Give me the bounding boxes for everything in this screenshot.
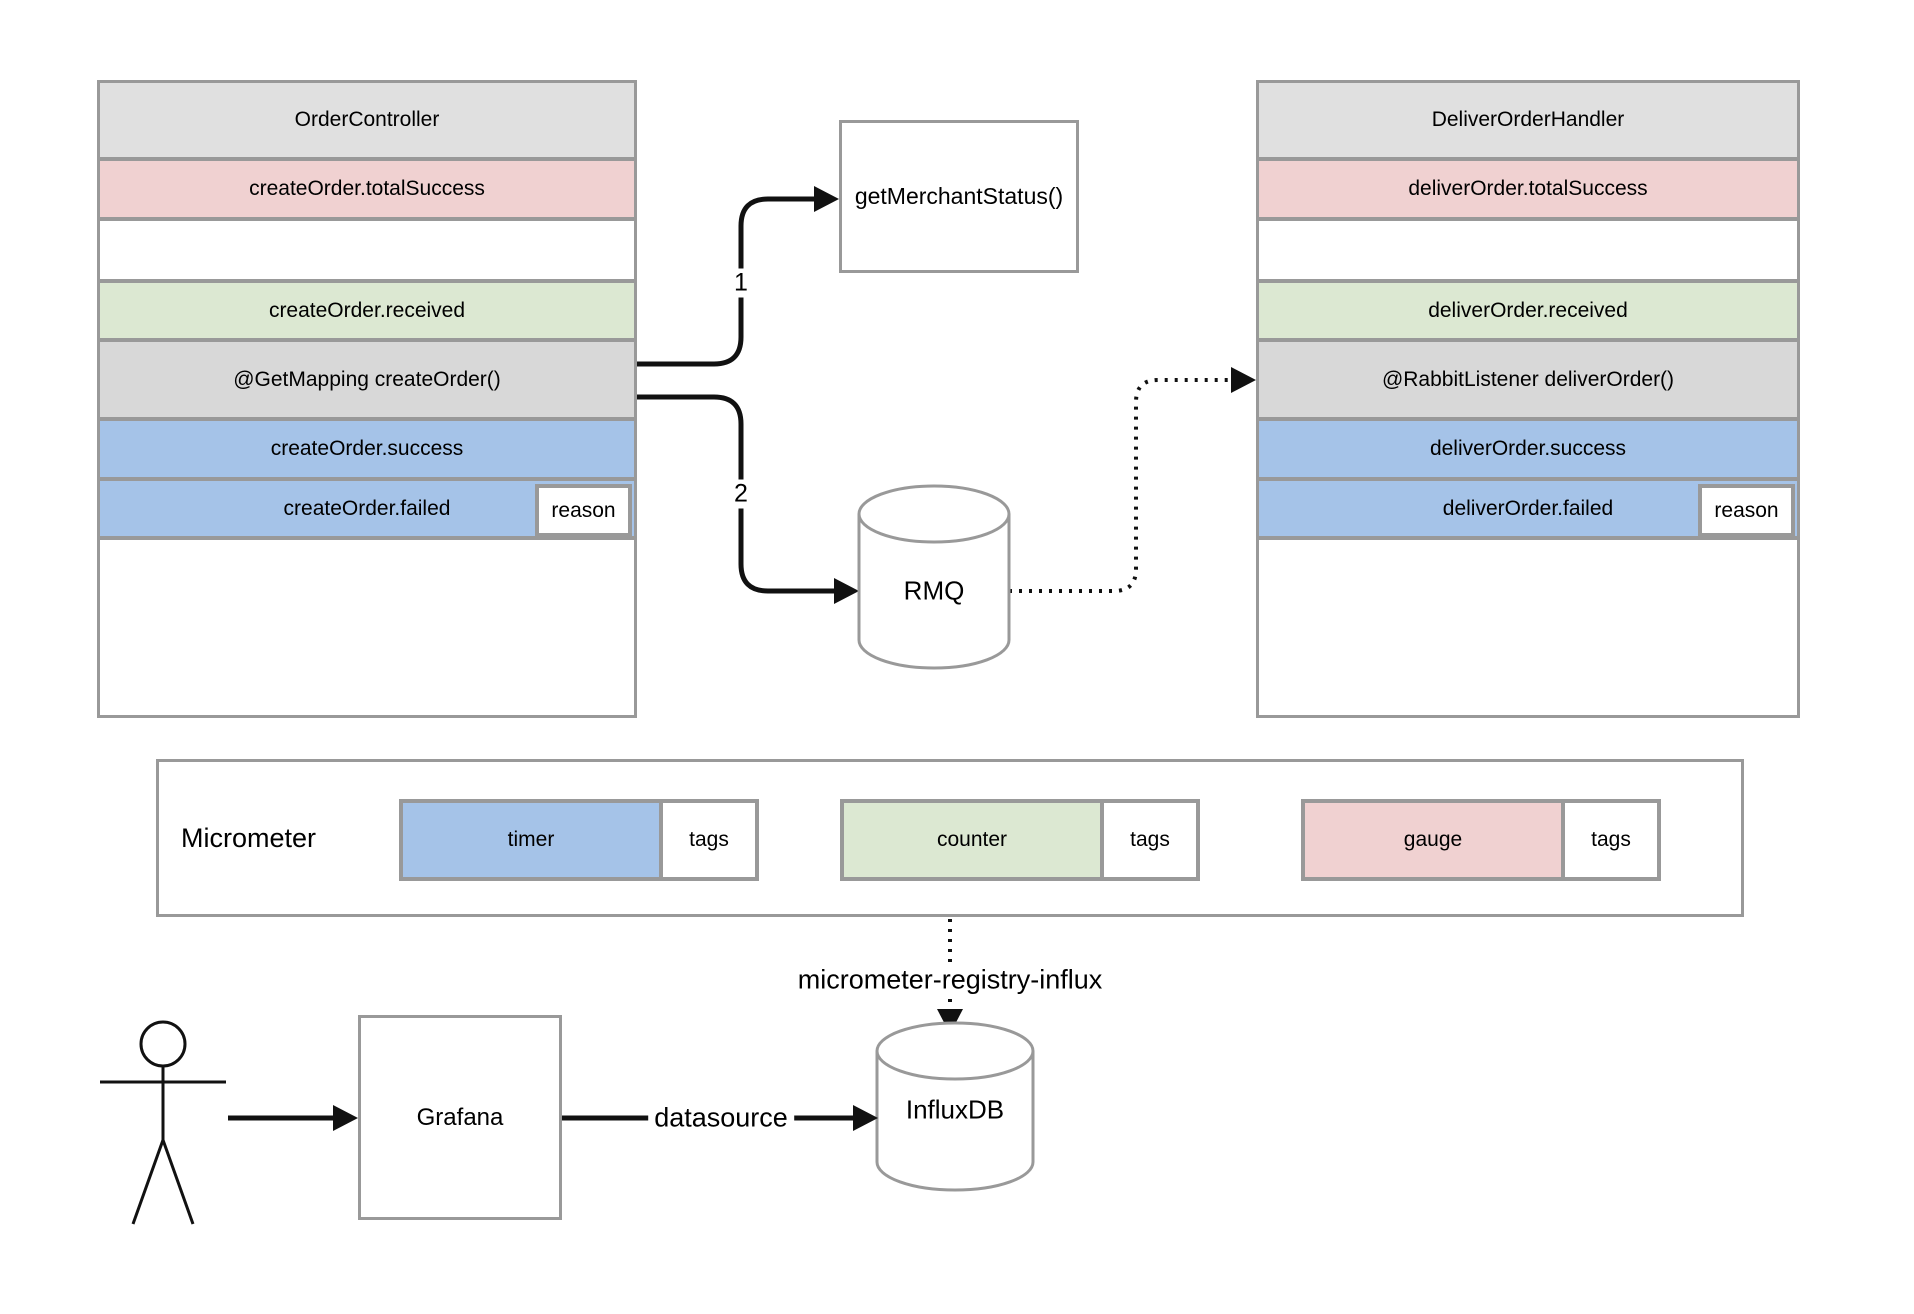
metric-create-order-total-success: createOrder.totalSuccess bbox=[100, 161, 634, 221]
metric-deliver-order-success: deliverOrder.success bbox=[1259, 421, 1797, 481]
arrowhead-1 bbox=[814, 186, 839, 212]
metric-create-order-failed: createOrder.failed reason bbox=[100, 481, 634, 540]
gauge-chip: gauge bbox=[1301, 799, 1565, 881]
counter-tags-chip: tags bbox=[1100, 799, 1200, 881]
empty-row bbox=[1259, 221, 1797, 283]
edge-label-step1: 1 bbox=[728, 268, 754, 298]
method-create-order: @GetMapping createOrder() bbox=[100, 342, 634, 421]
arrowhead-influx bbox=[853, 1105, 878, 1131]
deliver-order-handler-box: DeliverOrderHandler deliverOrder.totalSu… bbox=[1256, 80, 1800, 718]
metric-deliver-order-failed: deliverOrder.failed reason bbox=[1259, 481, 1797, 540]
arrow-1-path bbox=[637, 196, 816, 367]
order-controller-title: OrderController bbox=[100, 83, 634, 161]
get-merchant-status-box: getMerchantStatus() bbox=[839, 120, 1079, 273]
user-actor-icon bbox=[100, 1020, 226, 1225]
timer-chip: timer bbox=[399, 799, 663, 881]
arrowhead-dotted-influx bbox=[937, 1009, 963, 1034]
reason-tag-box: reason bbox=[535, 484, 632, 537]
datasource-label: datasource bbox=[648, 1102, 794, 1134]
arrowhead-grafana bbox=[333, 1105, 358, 1131]
micrometer-panel: Micrometer timer tags counter tags gauge… bbox=[156, 759, 1744, 917]
order-controller-box: OrderController createOrder.totalSuccess… bbox=[97, 80, 637, 718]
registry-label: micrometer-registry-influx bbox=[791, 964, 1109, 996]
metric-timer-group: timer tags bbox=[399, 799, 759, 881]
metric-deliver-order-failed-label: deliverOrder.failed bbox=[1442, 496, 1614, 520]
deliver-order-handler-title: DeliverOrderHandler bbox=[1259, 83, 1797, 161]
metric-counter-group: counter tags bbox=[840, 799, 1200, 881]
timer-tags-chip: tags bbox=[659, 799, 759, 881]
gauge-tags-chip: tags bbox=[1561, 799, 1661, 881]
dotted-rmq-to-listener-path bbox=[1009, 378, 1232, 593]
micrometer-title: Micrometer bbox=[181, 822, 317, 853]
metric-create-order-failed-label: createOrder.failed bbox=[283, 496, 451, 520]
grafana-box: Grafana bbox=[358, 1015, 562, 1220]
arrowhead-dotted-listener bbox=[1231, 367, 1256, 393]
counter-chip: counter bbox=[840, 799, 1104, 881]
method-deliver-order: @RabbitListener deliverOrder() bbox=[1259, 342, 1797, 421]
reason-tag-box: reason bbox=[1698, 484, 1795, 537]
metric-gauge-group: gauge tags bbox=[1301, 799, 1661, 881]
metric-create-order-received: createOrder.received bbox=[100, 283, 634, 342]
empty-row bbox=[100, 221, 634, 283]
metric-deliver-order-received: deliverOrder.received bbox=[1259, 283, 1797, 342]
rmq-label: RMQ bbox=[903, 575, 965, 606]
metric-create-order-success: createOrder.success bbox=[100, 421, 634, 481]
edge-label-step2: 2 bbox=[728, 479, 754, 509]
arrowhead-2 bbox=[834, 578, 859, 604]
metric-deliver-order-total-success: deliverOrder.totalSuccess bbox=[1259, 161, 1797, 221]
influxdb-label: InfluxDB bbox=[905, 1094, 1005, 1125]
